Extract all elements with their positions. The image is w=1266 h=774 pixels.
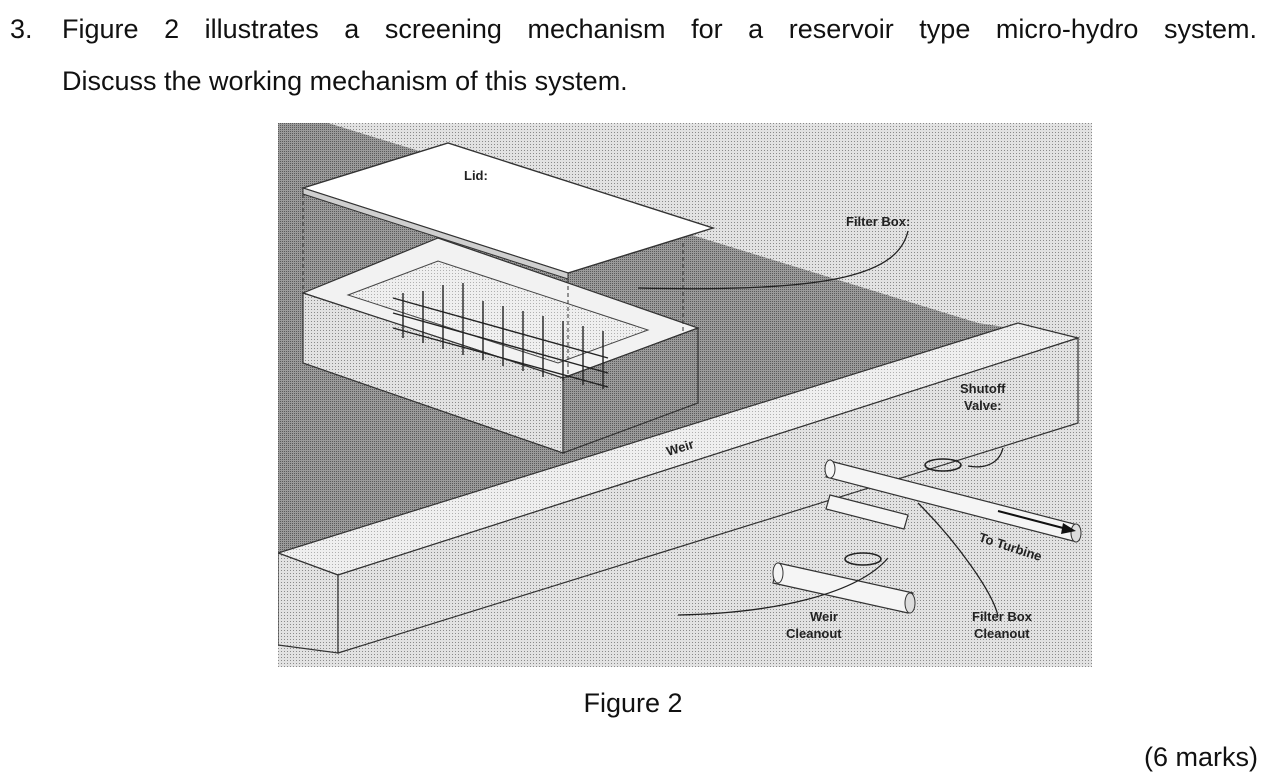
question-text-line-2: Discuss the working mechanism of this sy… bbox=[62, 66, 628, 96]
label-filter-box-cleanout-line2: Cleanout bbox=[974, 626, 1030, 641]
marks-allocation: (6 marks) bbox=[1144, 742, 1258, 772]
weir-side-face bbox=[337, 337, 1079, 654]
leader-lines bbox=[637, 230, 1004, 617]
valve-handles bbox=[844, 458, 962, 566]
label-shutoff-valve-line2: Valve: bbox=[964, 398, 1002, 413]
filter-box-inner-opening bbox=[346, 260, 650, 364]
question-text-line-1: Figure 2 illustrates a screening mechani… bbox=[62, 14, 1257, 44]
filter-box-side-wall bbox=[562, 327, 699, 454]
question-number: 3. bbox=[10, 14, 33, 44]
label-filter-box-cleanout-line1: Filter Box bbox=[972, 609, 1033, 624]
screen-mesh bbox=[392, 283, 609, 389]
turbine-pipe bbox=[824, 459, 1082, 543]
label-filter-box: Filter Box: bbox=[846, 214, 910, 229]
label-lid: Lid: bbox=[464, 168, 488, 183]
filter-cleanout-pipe bbox=[825, 494, 909, 530]
figure-caption: Figure 2 bbox=[583, 688, 683, 718]
label-shutoff-valve-line1: Shutoff bbox=[960, 381, 1006, 396]
label-weir-cleanout-line1: Weir bbox=[810, 609, 838, 624]
lid-guide-lines bbox=[302, 194, 684, 378]
screening-mechanism-figure: Lid: Filter Box: Shutoff Valve: Weir To … bbox=[276, 123, 1092, 667]
label-weir-cleanout-line2: Cleanout bbox=[786, 626, 842, 641]
